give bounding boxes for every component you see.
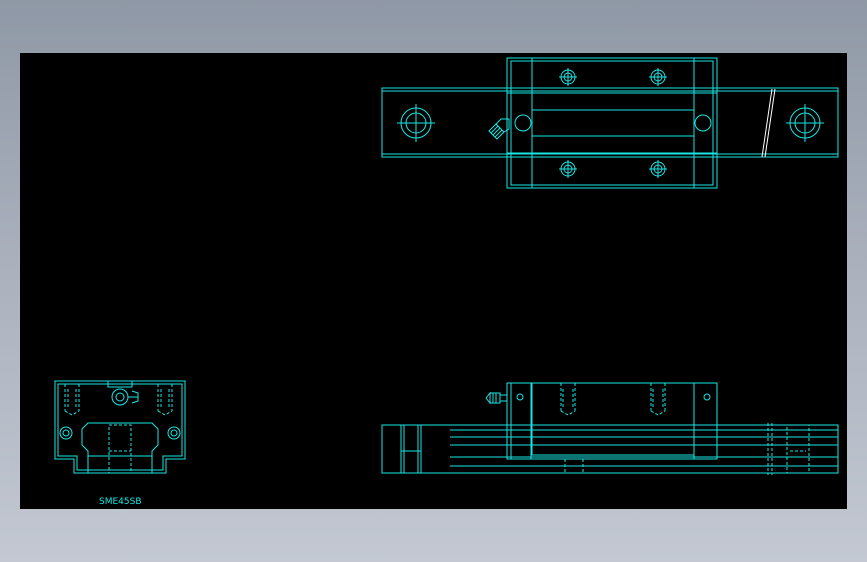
hidden-rail-bolt	[786, 424, 810, 474]
hidden-tapped-hole	[560, 383, 576, 416]
block-hole	[649, 68, 667, 86]
hidden-lower-slot	[564, 459, 584, 473]
rail-outline-top	[381, 87, 839, 158]
grease-nipple-end	[107, 380, 139, 406]
grease-nipple-top	[488, 118, 510, 140]
end-cap-left	[510, 382, 532, 460]
end-view: SME45SB	[54, 380, 186, 507]
hidden-tapped-hole	[650, 383, 666, 416]
drawing-canvas: SME45SB	[54, 57, 839, 507]
end-cap-screw	[516, 393, 524, 401]
break-line	[764, 88, 776, 158]
break-line	[761, 88, 773, 158]
carriage-outline	[506, 57, 718, 189]
rail-hole-left	[397, 104, 435, 142]
hidden-tapped-hole-left	[64, 384, 80, 416]
end-cap-screw	[703, 393, 711, 401]
top-view	[381, 57, 839, 189]
side-hole-right	[167, 426, 181, 440]
block-hole	[649, 160, 667, 178]
hidden-rail-bolt-end	[108, 424, 132, 474]
side-view	[381, 382, 839, 475]
seal-circle-left	[514, 114, 532, 132]
carriage-inner	[510, 60, 714, 186]
block-hole	[559, 160, 577, 178]
cad-viewport[interactable]: SME45SB	[20, 53, 847, 509]
model-label: SME45SB	[99, 497, 142, 507]
carriage-side	[506, 382, 718, 460]
carriage-body	[531, 57, 695, 189]
block-end-outline	[54, 380, 186, 474]
seal-circle-right	[694, 114, 712, 132]
rail-hole-right	[786, 104, 824, 142]
side-hole-left	[59, 426, 73, 440]
rail-profile	[81, 422, 159, 473]
rail-bolt-section	[400, 424, 422, 474]
block-end-inner	[57, 383, 183, 471]
grease-nipple-side	[485, 391, 508, 405]
rail-side	[381, 424, 839, 474]
carriage-side-body	[531, 382, 695, 456]
block-hole	[559, 68, 577, 86]
hidden-tapped-hole-right	[157, 384, 173, 416]
